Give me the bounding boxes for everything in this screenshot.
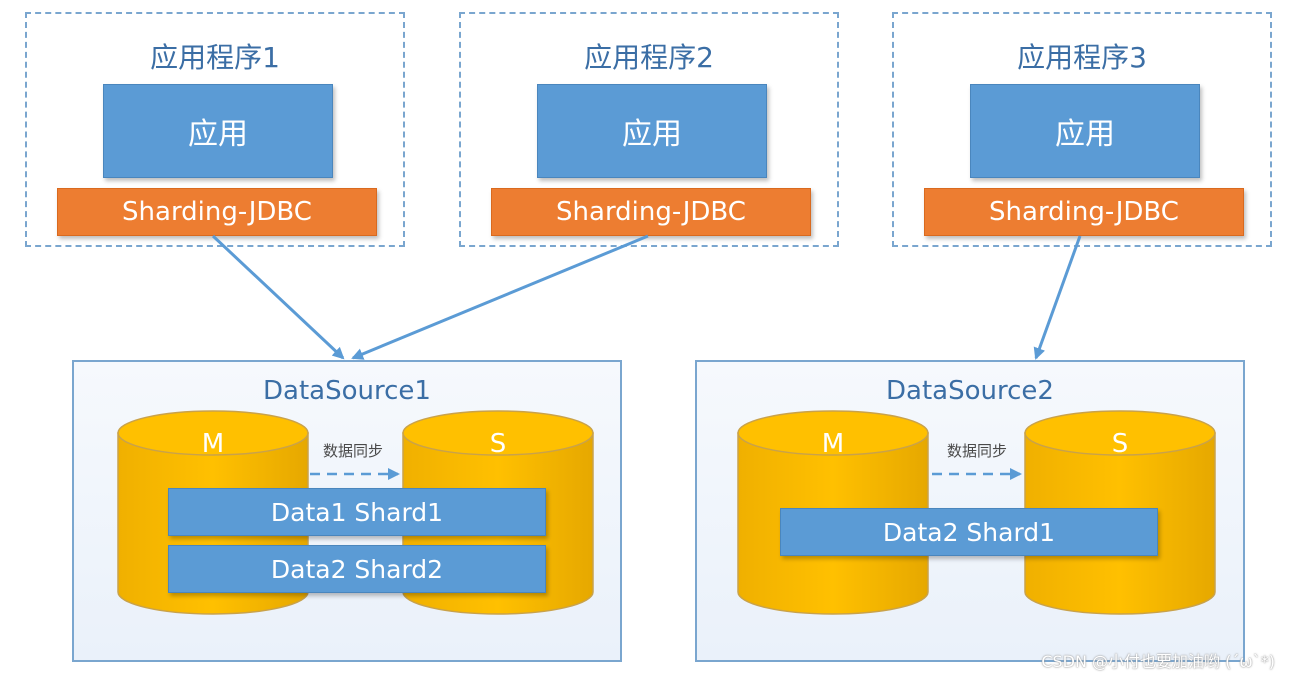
shard-bar-ds1-1: Data1 Shard1	[168, 488, 546, 536]
connector-app1-ds1	[211, 234, 345, 360]
sharding-jdbc-2: Sharding-JDBC	[491, 188, 811, 236]
datasource-title-1: DataSource1	[263, 376, 431, 406]
sharding-jdbc-1: Sharding-JDBC	[57, 188, 377, 236]
connector-app3-ds2	[1033, 235, 1082, 360]
shard-bar-ds2-1: Data2 Shard1	[780, 508, 1158, 556]
app-box-2: 应用程序2 应用 Sharding-JDBC	[459, 12, 839, 247]
app-core-1: 应用	[103, 84, 333, 178]
app-title-1: 应用程序1	[150, 41, 280, 74]
app-title-3: 应用程序3	[1017, 41, 1147, 74]
datasource-title-2: DataSource2	[886, 376, 1054, 406]
app-box-3: 应用程序3 应用 Sharding-JDBC	[892, 12, 1272, 247]
watermark: CSDN @小付也要加油哟 (´ω`*)	[1041, 652, 1275, 671]
shard-bar-ds1-2: Data2 Shard2	[168, 545, 546, 593]
app-title-2: 应用程序2	[584, 41, 714, 74]
app-core-3: 应用	[970, 84, 1200, 178]
app-box-1: 应用程序1 应用 Sharding-JDBC	[25, 12, 405, 247]
app-core-2: 应用	[537, 84, 767, 178]
sharding-jdbc-3: Sharding-JDBC	[924, 188, 1244, 236]
connector-app2-ds1	[351, 234, 649, 360]
